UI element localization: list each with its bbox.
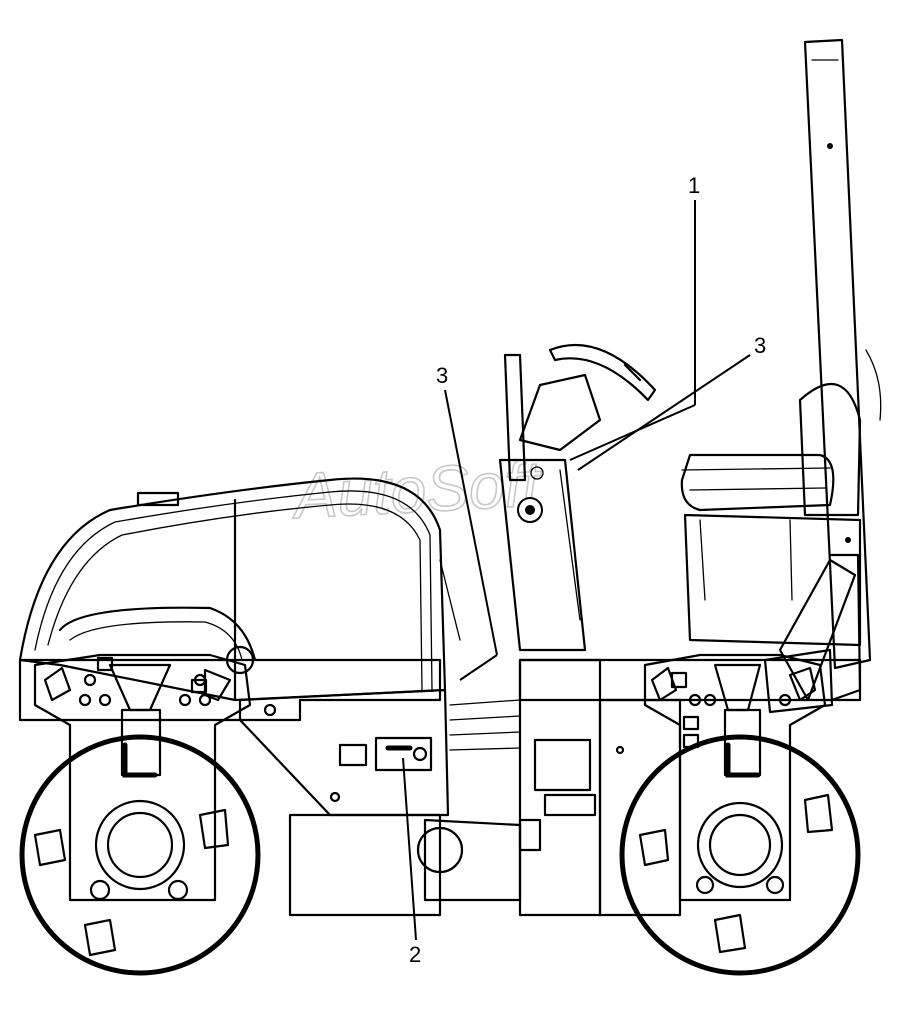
callout-2: 2 <box>409 942 421 967</box>
steering-column <box>498 343 657 652</box>
front-drum <box>19 734 261 976</box>
leader-3-left <box>444 389 498 656</box>
rops-roll-bar <box>763 38 882 714</box>
leader-3-right <box>577 354 751 471</box>
control-panel <box>338 736 433 772</box>
callout-3-right: 3 <box>754 333 766 358</box>
rear-drum <box>619 734 861 976</box>
callout-1: 1 <box>688 173 700 198</box>
front-drum-plate <box>33 653 252 902</box>
leader-2 <box>402 757 417 941</box>
callout-3-left: 3 <box>436 363 448 388</box>
rear-drum-plate <box>643 653 827 902</box>
operator-seat <box>680 383 862 647</box>
engine-hood <box>18 477 461 702</box>
chassis-frame <box>18 606 862 917</box>
center-articulation <box>416 699 597 902</box>
leader-lines <box>402 200 751 941</box>
